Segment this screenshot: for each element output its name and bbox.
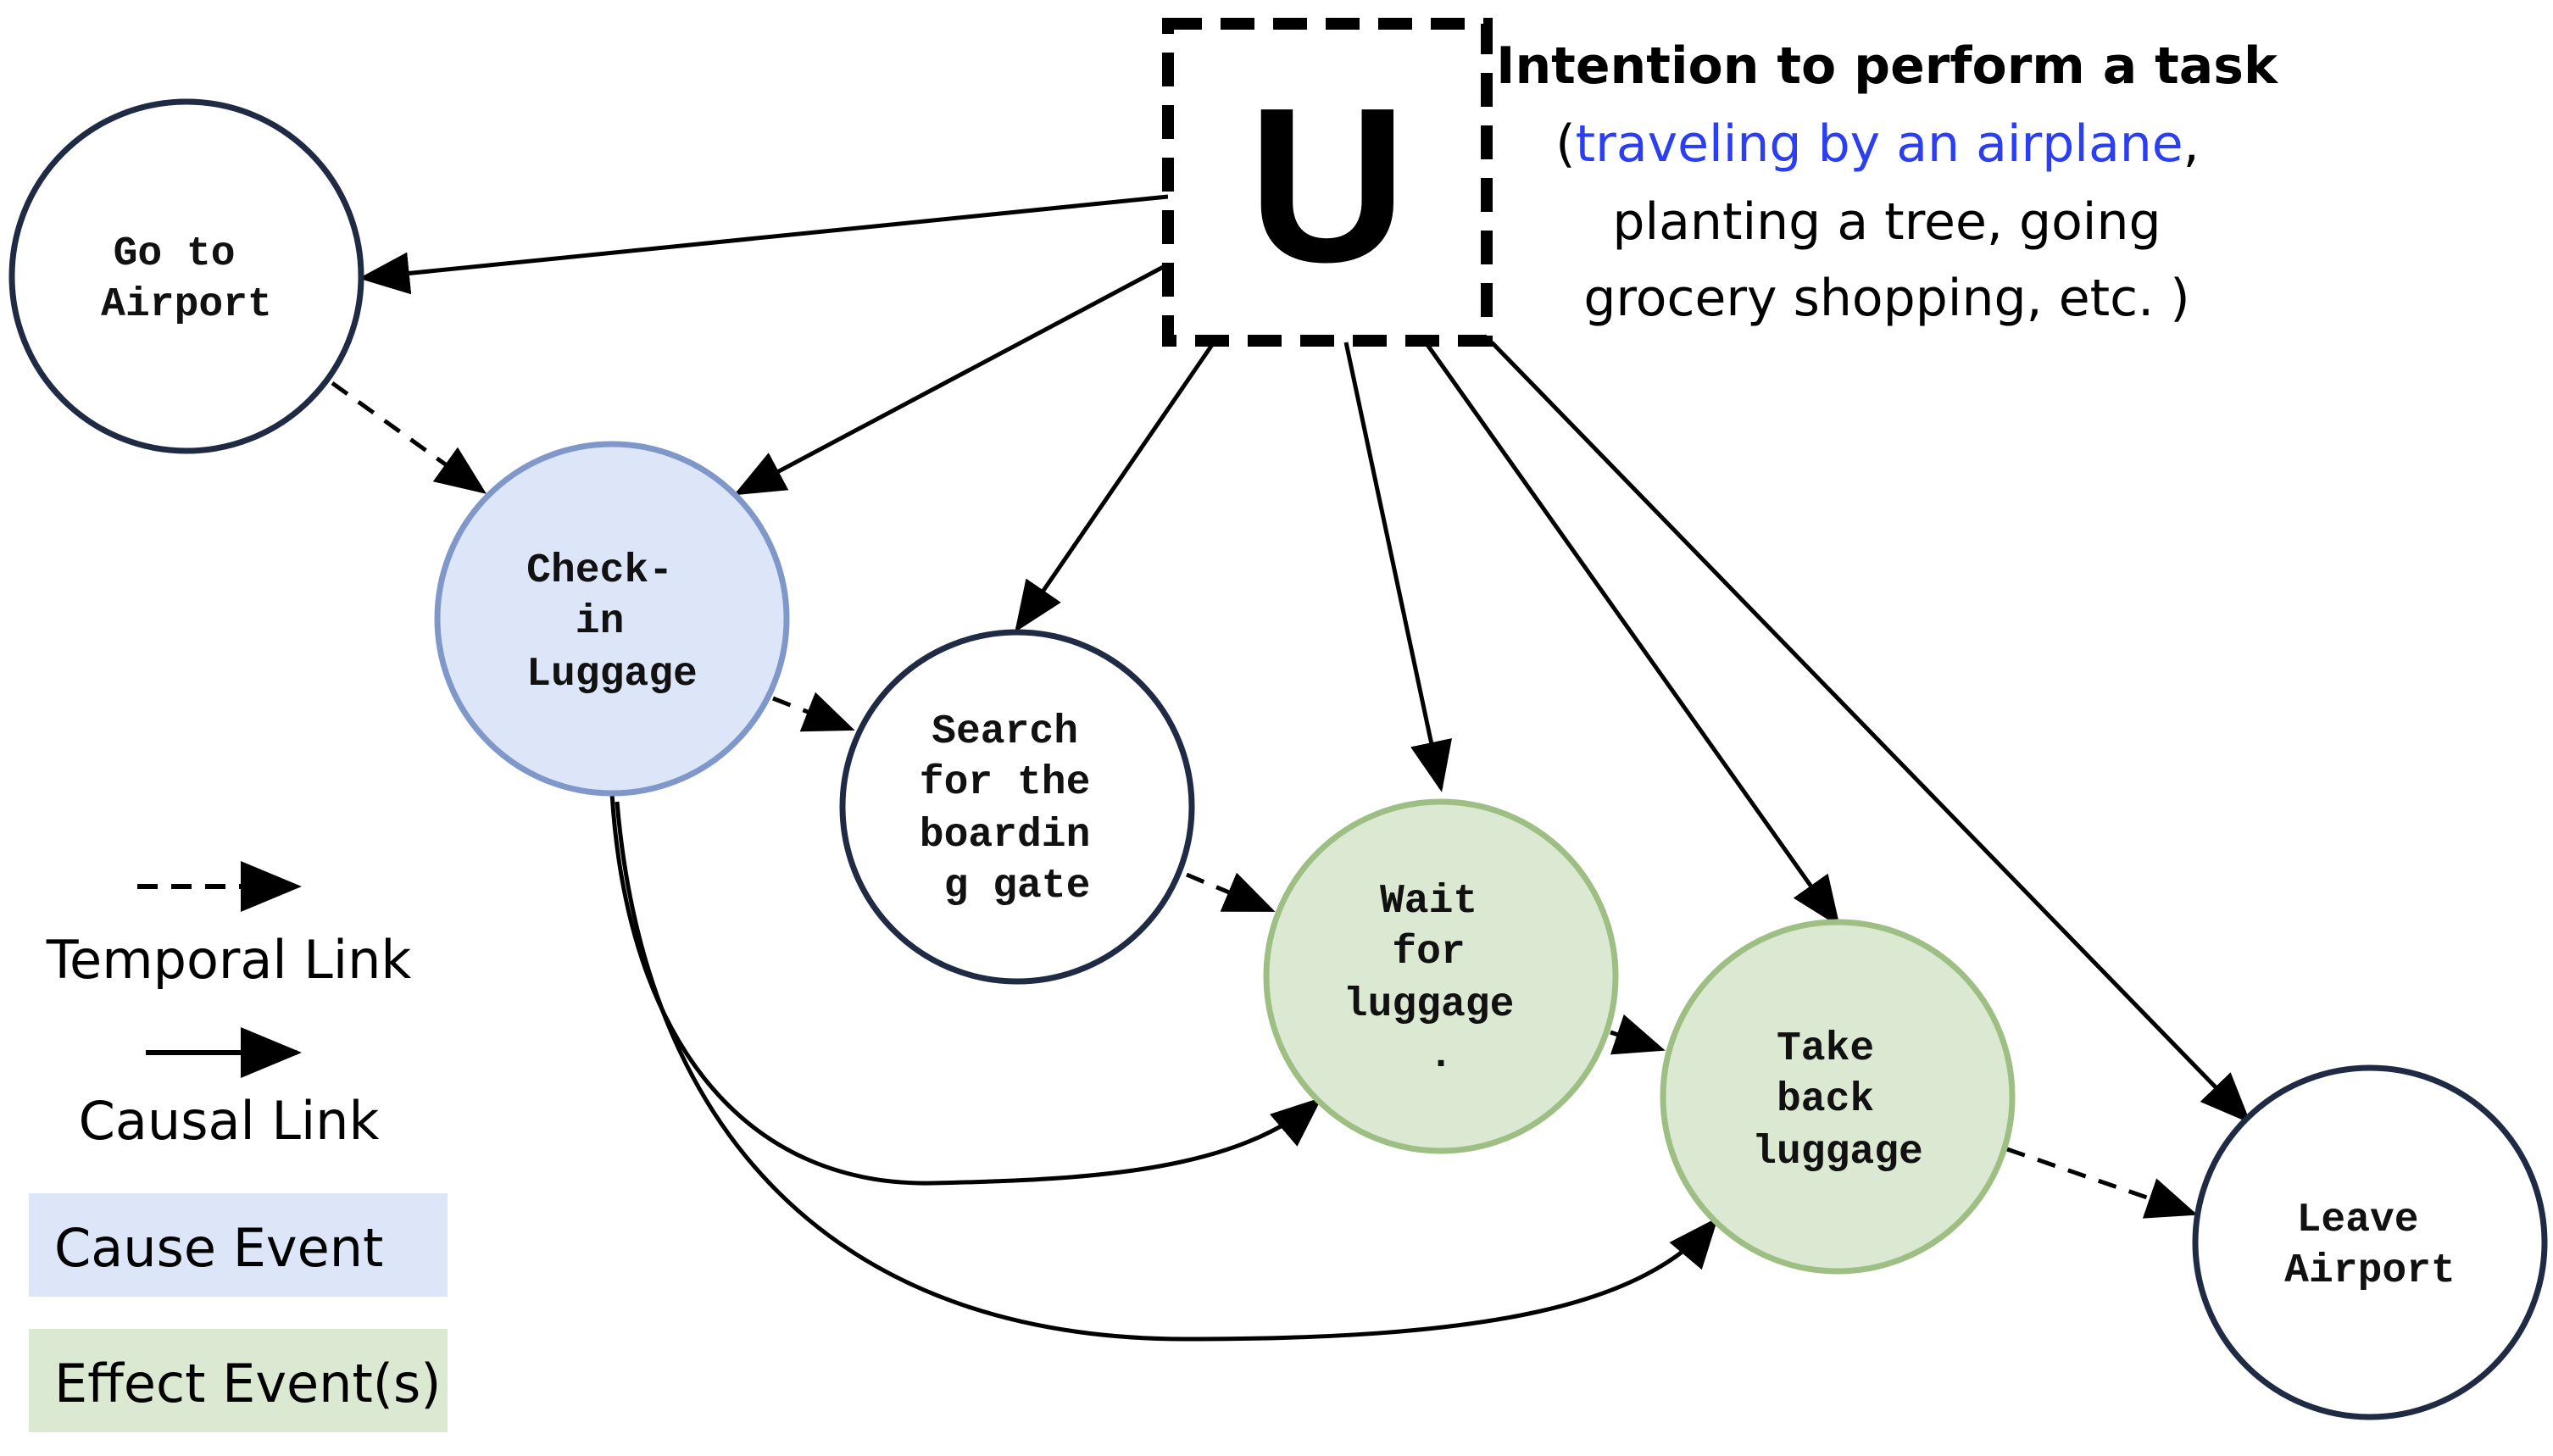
intention-title: Intention to perform a task (1496, 36, 2279, 96)
intention-examples-line2: planting a tree, going (1612, 192, 2161, 252)
node-wait-for-luggage: Wait for luggage . (1263, 798, 1619, 1154)
causal-links (359, 194, 2251, 1342)
node-check-in-luggage-circle (434, 441, 790, 797)
node-take-back-luggage-circle (1660, 919, 2016, 1275)
causal-link-check-in-take-back (615, 801, 1719, 1342)
legend: Temporal Link Causal Link Cause Event Ef… (29, 861, 448, 1432)
node-go-to-airport-label: Go to Airport (101, 231, 272, 328)
temporal-link-search-wait (1186, 872, 1276, 913)
node-search-boarding-gate: Search for the boardin g gate (839, 629, 1195, 985)
node-go-to-airport: Go to Airport (8, 98, 364, 454)
intention-highlight: traveling by an airplane (1576, 114, 2183, 174)
causal-link-u-take-back (1423, 341, 1840, 928)
node-check-in-luggage-label: Check- in Luggage (526, 548, 698, 697)
legend-causal-label: Causal Link (79, 1090, 380, 1152)
u-node-label: U (1248, 63, 1407, 308)
legend-temporal-label: Temporal Link (46, 929, 412, 991)
node-leave-airport-circle (2192, 1064, 2548, 1420)
intention-open-paren: ( (1555, 114, 1575, 174)
causal-link-u-search-gate (1015, 341, 1216, 633)
node-check-in-luggage: Check- in Luggage (434, 441, 790, 797)
temporal-link-go-to-check-in (331, 381, 487, 494)
intention-examples-line3: grocery shopping, etc. ) (1583, 269, 2189, 328)
legend-effect-label: Effect Event(s) (54, 1353, 441, 1414)
causal-link-u-wait-luggage (1343, 342, 1452, 792)
intention-description: Intention to perform a task (traveling b… (1496, 36, 2279, 328)
temporal-link-take-back-leave (2006, 1147, 2198, 1219)
legend-cause-swatch (29, 1193, 448, 1297)
u-node: U (1162, 18, 1493, 347)
legend-effect-swatch (29, 1329, 448, 1432)
node-wait-for-luggage-label: Wait for luggage . (1343, 879, 1538, 1079)
u-node-box (1162, 18, 1493, 347)
intention-examples-line1: (traveling by an airplane, (1555, 114, 2200, 174)
node-go-to-airport-circle (8, 98, 364, 454)
legend-cause-label: Cause Event (54, 1217, 383, 1279)
node-leave-airport-label: Leave Airport (2284, 1198, 2456, 1294)
node-take-back-luggage: Take back luggage (1660, 919, 2016, 1275)
node-leave-airport: Leave Airport (2192, 1064, 2548, 1420)
intention-comma: , (2183, 114, 2200, 174)
node-take-back-luggage-label: Take back luggage (1752, 1026, 1923, 1175)
temporal-links (331, 381, 2198, 1219)
temporal-link-wait-take-back (1610, 1014, 1666, 1055)
node-search-boarding-gate-circle (839, 629, 1195, 985)
temporal-link-check-in-search (772, 692, 855, 732)
node-search-boarding-gate-label: Search for the boardin g gate (920, 709, 1115, 909)
causal-link-u-go-to-airport (359, 194, 1169, 295)
causal-link-u-check-in (733, 262, 1170, 496)
causal-link-u-leave-airport (1490, 341, 2251, 1124)
node-wait-for-luggage-circle (1263, 798, 1619, 1154)
